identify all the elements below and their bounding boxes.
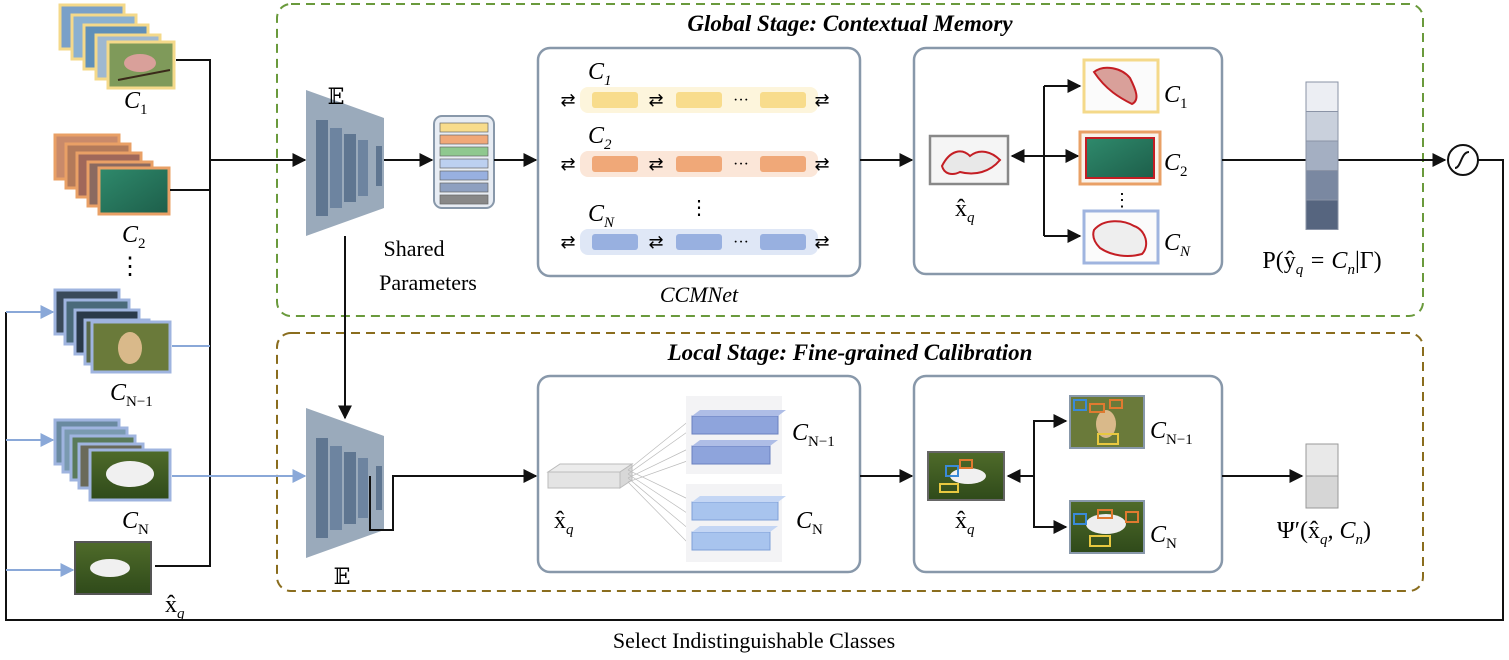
probability-bar <box>1305 81 1339 230</box>
local-query-label: x̂q <box>955 508 975 538</box>
probability-cell <box>1305 170 1339 201</box>
shared-params-line2: Parameters <box>379 270 477 295</box>
bidirectional-arrow: ⇄ <box>814 232 829 253</box>
ccmnet-vdots: ⋮ <box>689 197 709 219</box>
input-label-cn: CN <box>122 508 149 538</box>
memory-slot <box>592 92 638 108</box>
memory-slot <box>676 156 722 172</box>
psi-cell <box>1305 475 1339 509</box>
bidirectional-arrow: ⇄ <box>814 90 829 111</box>
local-feature-label-cn-1: CN−1 <box>792 420 835 450</box>
probability-cell <box>1305 199 1339 230</box>
global-class-thumb-c1 <box>1082 58 1160 114</box>
input-vdots: ⋮ <box>118 254 142 280</box>
local-class-thumb-cn-1 <box>1069 395 1145 449</box>
sigmoid-node <box>1447 144 1479 176</box>
memory-rows: ⇄ ⇄ ⇄ ··· C1 ⇄ ⇄ ⇄ ··· C2 ⇄ ⇄ ⇄ ··· CN <box>560 59 830 255</box>
input-label-cn-1: CN−1 <box>110 380 153 410</box>
memory-slot <box>760 92 806 108</box>
memory-slot <box>676 92 722 108</box>
global-class-label-c2: C2 <box>1164 150 1188 180</box>
psi-label: Ψ′(x̂q, Cn) <box>1277 518 1371 548</box>
feature-connections <box>627 419 691 546</box>
memory-row-label: CN <box>588 201 615 231</box>
local-query-thumb <box>927 451 1005 501</box>
memory-dots: ··· <box>733 234 749 251</box>
local-query-feature-block <box>546 463 634 489</box>
board-image <box>97 166 171 216</box>
input-connectors <box>155 59 307 567</box>
input-label-c2: C2 <box>122 222 146 252</box>
memory-dots: ··· <box>733 92 749 109</box>
global-class-label-c1: C1 <box>1164 82 1188 112</box>
local-class-thumb-cn <box>1069 500 1145 554</box>
global-class-label-cn: CN <box>1164 230 1191 260</box>
input-query-label: x̂q <box>165 592 185 622</box>
input-label-c1: C1 <box>124 88 148 118</box>
local-class-label-cn-1: CN−1 <box>1150 418 1193 448</box>
bidirectional-arrow: ⇄ <box>560 154 575 175</box>
global-match-arrows <box>1010 79 1082 243</box>
input-stack-c1 <box>58 3 176 90</box>
local-stage-border <box>276 332 1424 592</box>
psi-cell <box>1305 443 1339 477</box>
ccmnet-label: CCMNet <box>660 282 739 307</box>
local-feature-label-cn: CN <box>796 508 823 538</box>
feature-vector <box>433 115 495 209</box>
memory-slot <box>760 234 806 250</box>
memory-dots: ··· <box>733 156 749 173</box>
feedback-label: Select Indistinguishable Classes <box>613 628 895 653</box>
global-query-thumb <box>928 134 1010 186</box>
query-image <box>74 541 152 595</box>
support-features-cn-1 <box>686 396 786 474</box>
probability-cell <box>1305 111 1339 142</box>
local-encoder <box>306 408 384 558</box>
global-class-vdots: ⋮ <box>1113 190 1131 210</box>
shared-params-line1: Shared <box>383 236 444 261</box>
global-stage-title: Global Stage: Contextual Memory <box>687 11 1013 36</box>
local-match-arrows <box>1006 414 1068 534</box>
memory-slot <box>592 156 638 172</box>
global-class-thumb-c2 <box>1078 130 1162 186</box>
input-stack-cn <box>53 418 172 502</box>
probability-label: P(ŷq = Cn|Γ) <box>1262 248 1381 278</box>
memory-slot <box>676 234 722 250</box>
input-stack-cn-1 <box>53 288 172 374</box>
memory-slot <box>760 156 806 172</box>
local-feature-query-label: x̂q <box>554 508 574 538</box>
global-encoder <box>306 90 384 236</box>
bidirectional-arrow: ⇄ <box>648 154 663 175</box>
feedback-loop <box>5 159 1504 621</box>
memory-slot <box>592 234 638 250</box>
local-class-label-cn: CN <box>1150 522 1177 552</box>
local-encoder-symbol: 𝔼 <box>334 564 351 589</box>
local-encoder-to-features-arrow <box>369 469 538 531</box>
bidirectional-arrow: ⇄ <box>648 90 663 111</box>
bidirectional-arrow: ⇄ <box>814 154 829 175</box>
global-query-label: x̂q <box>955 196 975 226</box>
bidirectional-arrow: ⇄ <box>648 232 663 253</box>
bird-image <box>124 54 156 72</box>
support-features-cn <box>686 484 786 562</box>
global-encoder-symbol: 𝔼 <box>328 84 345 109</box>
probability-cell <box>1305 140 1339 171</box>
global-class-thumb-cn <box>1082 209 1160 265</box>
memory-row-label: C2 <box>588 123 612 153</box>
memory-row-label: C1 <box>588 59 612 89</box>
probability-cell <box>1305 81 1339 112</box>
input-stack-c2 <box>53 133 171 216</box>
local-stage-title: Local Stage: Fine-grained Calibration <box>667 340 1033 365</box>
bidirectional-arrow: ⇄ <box>560 90 575 111</box>
psi-bar <box>1305 443 1339 509</box>
bidirectional-arrow: ⇄ <box>560 232 575 253</box>
